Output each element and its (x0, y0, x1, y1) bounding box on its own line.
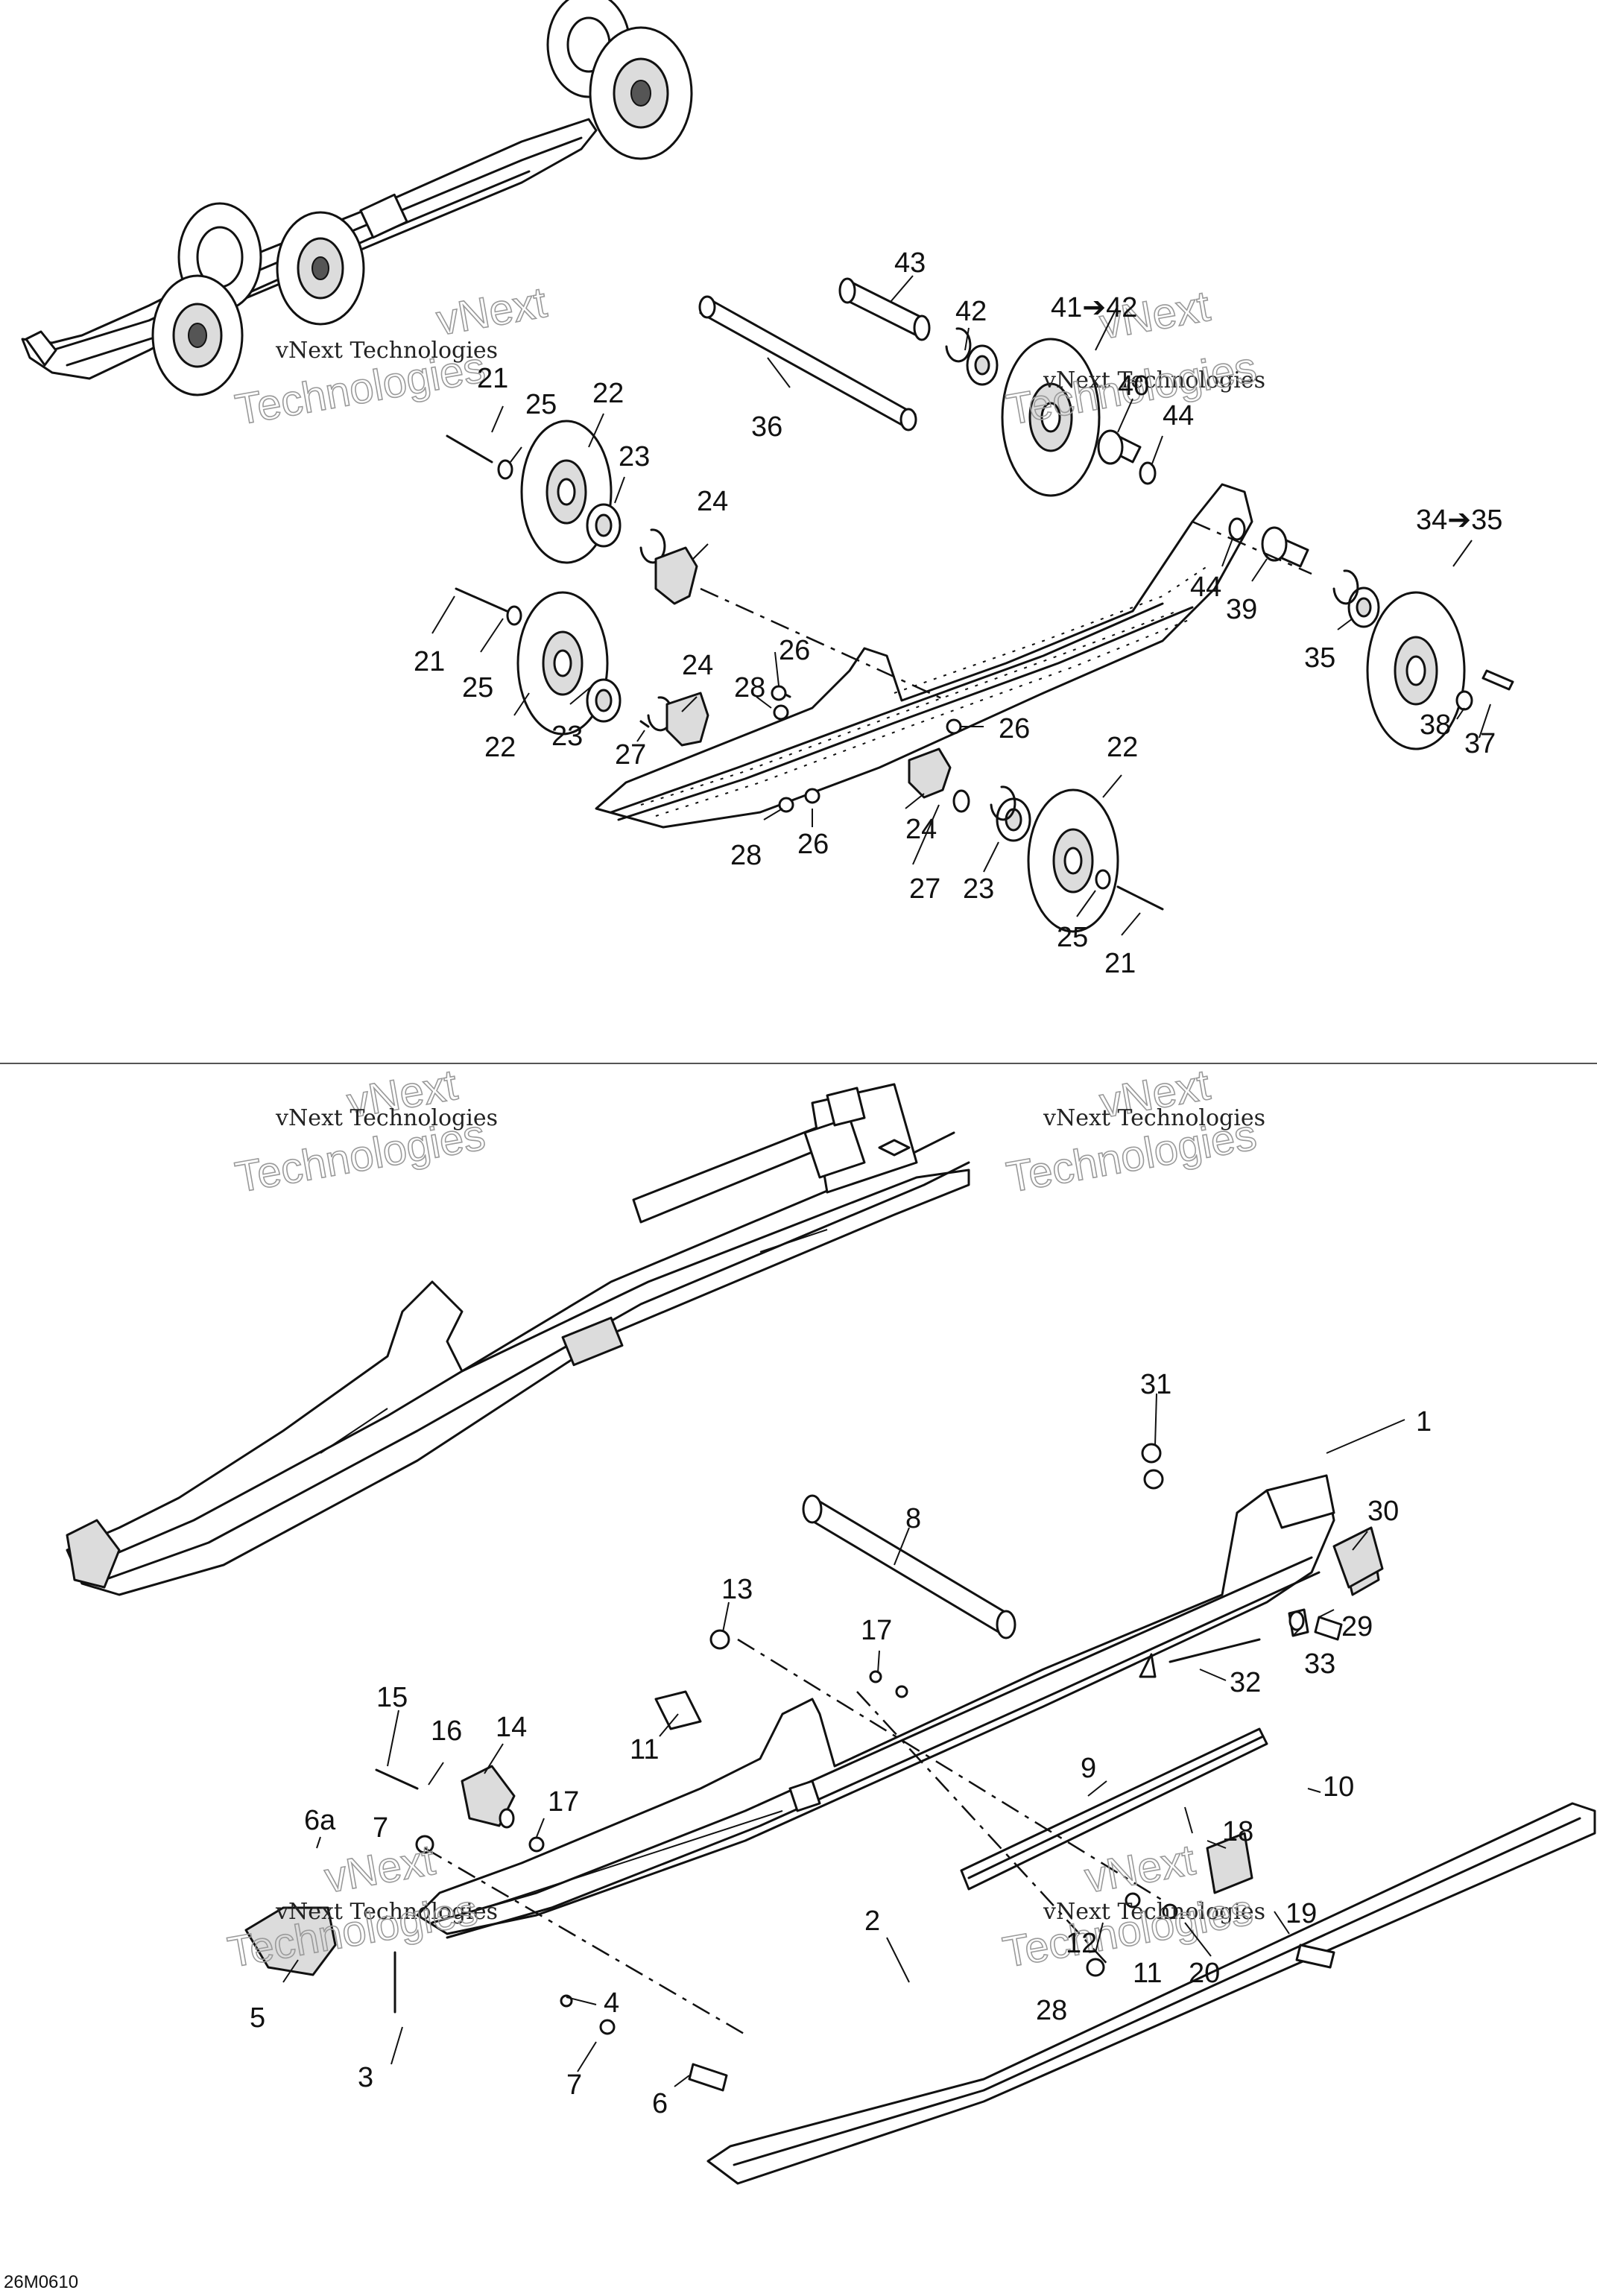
callout-39: 39 (1226, 594, 1257, 625)
callout-17: 17 (548, 1786, 579, 1818)
callout-43: 43 (894, 247, 926, 279)
callout-6: 6 (652, 2088, 668, 2119)
callout-24: 24 (905, 814, 937, 845)
callout-11: 11 (630, 1734, 659, 1765)
callout-24: 24 (682, 650, 713, 681)
callout-26: 26 (999, 713, 1030, 744)
callout-22: 22 (484, 732, 516, 763)
assembled-rail-overview (66, 1083, 970, 1596)
callout-41-42: 41➔42 (1051, 292, 1137, 323)
callout-31: 31 (1140, 1369, 1171, 1400)
bolts-top (446, 434, 1514, 911)
callout-26: 26 (797, 829, 829, 860)
idler-wheel-22-middle (516, 591, 609, 736)
callout-26: 26 (779, 635, 810, 666)
callout-28: 28 (730, 840, 762, 871)
cross-shaft-8 (802, 1494, 1016, 1639)
callout-3: 3 (358, 2062, 373, 2093)
callout-19: 19 (1285, 1898, 1317, 1929)
svg-text:vNext Technologies: vNext Technologies (275, 1899, 498, 1925)
svg-text:vNext: vNext (321, 1835, 438, 1903)
callout-9: 9 (1081, 1753, 1096, 1784)
callout-28: 28 (1036, 1995, 1067, 2026)
callout-leaders (282, 275, 1491, 2087)
callout-23: 23 (619, 441, 650, 472)
slide-9 (960, 1727, 1268, 1891)
svg-text:vNext: vNext (1081, 1835, 1198, 1903)
nuts-top (639, 685, 962, 813)
callout-1: 1 (1416, 1406, 1432, 1438)
callout-5: 5 (250, 2002, 265, 2034)
callout-36: 36 (751, 411, 782, 443)
callout-13: 13 (721, 1574, 753, 1605)
callout-2: 2 (864, 1906, 880, 1937)
runner-2 (706, 1802, 1596, 2185)
callout-6a: 6a (304, 1805, 336, 1836)
callout-21: 21 (477, 363, 508, 394)
callout-25: 25 (1057, 922, 1088, 953)
callout-28: 28 (734, 672, 765, 703)
idler-wheel-34 (1366, 591, 1466, 750)
callout-20: 20 (1189, 1958, 1220, 1989)
wheel-brackets-24 (654, 546, 952, 799)
bearings-top (586, 344, 1473, 842)
spacer-43 (838, 277, 931, 341)
callout-30: 30 (1367, 1496, 1399, 1527)
callout-21: 21 (414, 646, 445, 677)
callout-12: 12 (1066, 1928, 1097, 1959)
callout-14: 14 (496, 1712, 527, 1743)
assembled-suspension-overview (21, 0, 693, 396)
callout-18: 18 (1222, 1816, 1253, 1847)
callout-33: 33 (1304, 1648, 1335, 1680)
callout-22: 22 (592, 378, 624, 409)
callout-32: 32 (1230, 1667, 1261, 1698)
watermarks: vNext vNext Technologies Technologies vN… (224, 277, 1265, 1977)
callout-44: 44 (1163, 400, 1194, 431)
callout-42: 42 (955, 296, 987, 327)
callout-8: 8 (905, 1503, 921, 1534)
callout-44: 44 (1190, 572, 1221, 603)
callout-25: 25 (462, 672, 493, 703)
callout-15: 15 (376, 1682, 408, 1713)
drawing-code: 26M0610 (4, 2272, 78, 2292)
bottom-fasteners (244, 1443, 1384, 2092)
callout-27: 27 (909, 873, 940, 905)
callout-25: 25 (525, 389, 557, 420)
callout-23: 23 (551, 721, 583, 752)
callout-22: 22 (1107, 732, 1138, 763)
idler-wheel-41 (1001, 338, 1101, 497)
callout-40: 40 (1118, 370, 1149, 402)
callout-35: 35 (1304, 642, 1335, 674)
svg-text:vNext Technologies: vNext Technologies (275, 1105, 498, 1131)
callout-4: 4 (604, 1987, 619, 2019)
callout-27: 27 (615, 739, 646, 771)
callout-16: 16 (431, 1715, 462, 1747)
callout-24: 24 (697, 486, 728, 517)
callout-10: 10 (1323, 1771, 1354, 1803)
watermark-line2: vNext Technologies (275, 338, 498, 364)
assembly-axis-lines-bottom (424, 1638, 1163, 2036)
rail-frame-exploded (595, 483, 1253, 829)
callout-37: 37 (1464, 728, 1496, 759)
callout-21: 21 (1104, 948, 1136, 979)
callouts: 43 42 41➔42 40 44 44 39 34➔35 35 38 37 3… (250, 247, 1502, 2119)
idler-wheel-22-bottom (1027, 788, 1119, 933)
callout-38: 38 (1420, 709, 1451, 741)
callout-17: 17 (861, 1615, 892, 1646)
callout-34-35: 34➔35 (1416, 505, 1502, 536)
callout-23: 23 (963, 873, 994, 905)
shaft-36 (698, 295, 917, 431)
svg-text:vNext Technologies: vNext Technologies (1043, 1105, 1265, 1131)
svg-text:vNext Technologies: vNext Technologies (1043, 1899, 1265, 1925)
callout-29: 29 (1341, 1611, 1373, 1642)
callout-7: 7 (566, 2069, 582, 2101)
watermark-line1: vNext (433, 278, 550, 345)
callout-7: 7 (373, 1812, 388, 1844)
svg-text:vNext Technologies: vNext Technologies (1043, 367, 1265, 393)
callout-11: 11 (1133, 1958, 1162, 1989)
assembly-axis-lines-top (700, 520, 1312, 702)
